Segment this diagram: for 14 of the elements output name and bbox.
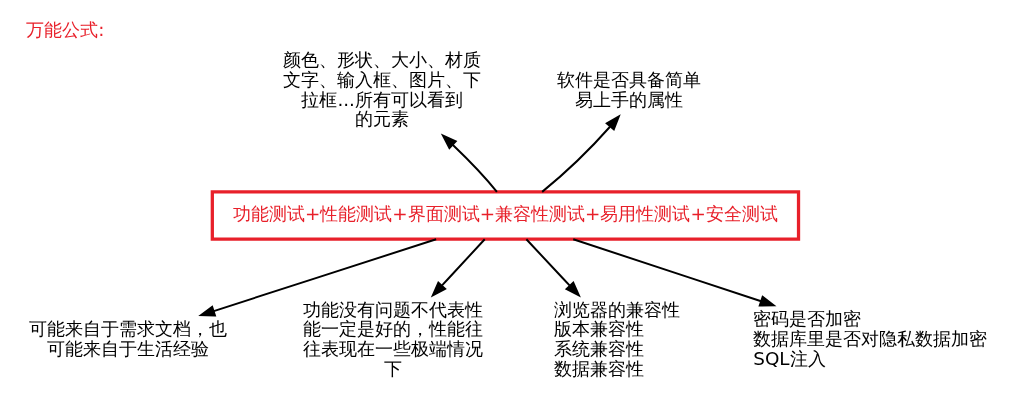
diagram-title: 万能公式: (26, 19, 105, 41)
arrow (572, 238, 777, 307)
node-text: 浏览器的兼容性 版本兼容性 系统兼容性 数据兼容性 (553, 298, 680, 379)
node-box: 功能测试+性能测试+界面测试+兼容性测试+易用性测试+安全测试 (210, 190, 801, 241)
arrow (525, 238, 581, 298)
node-text: 功能没有问题不代表性能一定是好的，性能往往表现在一些极端情况下 (302, 298, 483, 379)
arrow (198, 238, 438, 317)
node-text: 软件是否具备简单易上手的属性 (556, 69, 701, 110)
arrow (440, 133, 498, 193)
node-text: 密码是否加密 数据库里是否对隐私数据加密 SQL注入 (753, 308, 988, 369)
node-text: 颜色、形状、大小、材质文字、输入框、图片、下拉框...所有可以看到的元素 (283, 49, 482, 130)
arrow (541, 114, 621, 193)
node-text: 可能来自于需求文档，也可能来自于生活经验 (28, 318, 227, 359)
arrow (430, 238, 486, 298)
